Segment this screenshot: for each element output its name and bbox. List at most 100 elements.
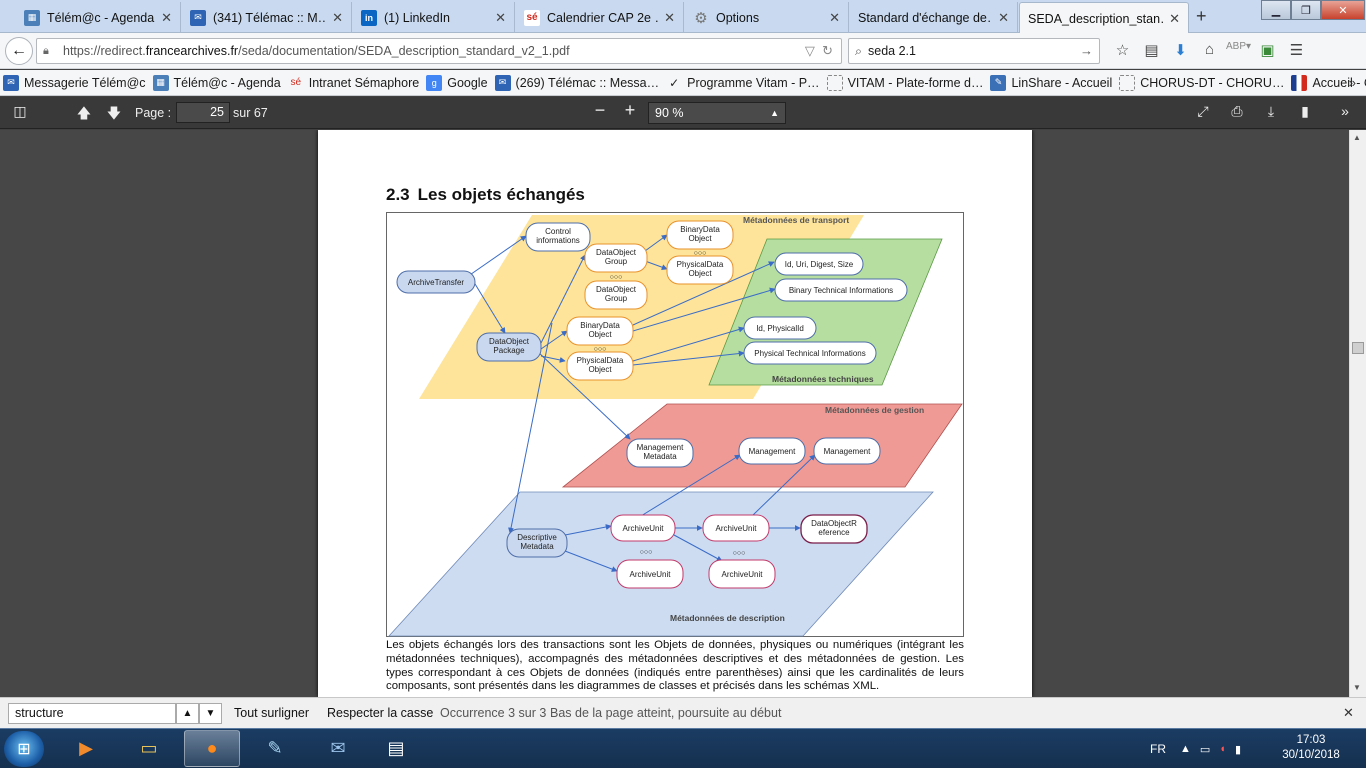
bookmark-culture[interactable]: Accueil - Culture.fr <box>1291 74 1366 91</box>
tab-telemac-mail[interactable]: ✉ (341) Télémac :: M… ✕ <box>182 2 352 33</box>
next-page-icon[interactable]: 🡇 <box>106 105 122 121</box>
network-icon[interactable]: ▭ <box>1199 743 1211 756</box>
extension-icon[interactable]: ▣ <box>1260 42 1275 59</box>
node-archiveunit-2: ArchiveUnit <box>616 559 684 589</box>
search-input[interactable]: ⌕ seda 2.1 → <box>848 38 1100 64</box>
bookmark-label: Télém@c - Agenda <box>173 75 281 90</box>
node-label: Group <box>605 257 628 266</box>
node-dataobject-group-2: DataObject Group <box>584 280 648 310</box>
section-number: 2.3 <box>386 185 410 204</box>
minimize-icon[interactable]: ▁ <box>1261 0 1291 20</box>
tab-options[interactable]: ⚙ Options ✕ <box>685 2 849 33</box>
find-input[interactable]: structure <box>8 703 176 724</box>
previous-page-icon[interactable]: 🡅 <box>76 105 92 121</box>
clock[interactable]: 17:03 30/10/2018 <box>1280 733 1342 763</box>
edge <box>540 254 586 344</box>
power-icon[interactable]: ▮ <box>1234 743 1242 756</box>
node-label: DataObject <box>596 248 637 257</box>
bookmark-messagerie[interactable]: ✉Messagerie Télém@c <box>3 74 146 91</box>
bookmark-telemac[interactable]: ✉(269) Télémac :: Messa… <box>494 74 659 91</box>
bookmark-vitam-plateforme[interactable]: VITAM - Plate-forme d… <box>826 74 983 91</box>
bookmark-chorus[interactable]: CHORUS-DT - CHORU… <box>1119 74 1284 91</box>
close-icon[interactable]: ✕ <box>1169 10 1180 26</box>
close-icon[interactable]: ✕ <box>998 9 1009 25</box>
sidebar-toggle-icon[interactable]: ◫ <box>13 103 27 119</box>
media-player-icon[interactable]: ▶ <box>79 738 93 758</box>
tools-menu-icon[interactable]: » <box>1341 103 1349 119</box>
home-icon[interactable]: ⌂ <box>1204 41 1215 58</box>
thunderbird-icon[interactable]: ✉ <box>330 738 346 758</box>
search-go-icon[interactable]: → <box>1080 43 1093 58</box>
tab-seda-description[interactable]: SEDA_description_stan… ✕ <box>1019 2 1189 34</box>
page-number-input[interactable]: 25 <box>176 102 230 123</box>
zoom-value: 90 % <box>655 106 684 120</box>
bookmark-icon[interactable]: ▮ <box>1301 103 1309 119</box>
page-label: Page : <box>135 106 172 120</box>
find-next-button[interactable]: ▼ <box>199 703 222 724</box>
close-icon[interactable]: ✕ <box>829 9 840 25</box>
match-case-toggle[interactable]: Respecter la casse <box>327 706 434 720</box>
tab-linkedin[interactable]: in (1) LinkedIn ✕ <box>353 2 515 33</box>
print-icon[interactable]: ⎙ <box>1231 103 1243 119</box>
bookmark-agenda[interactable]: ▦Télém@c - Agenda <box>152 74 281 91</box>
new-tab-icon[interactable]: + <box>1196 6 1207 26</box>
reload-icon[interactable]: ▽ ↻ <box>804 43 833 58</box>
close-icon[interactable]: ✕ <box>332 9 343 25</box>
tab-calendrier-cap[interactable]: sé Calendrier CAP 2e … ✕ <box>516 2 684 33</box>
document-icon[interactable]: ▤ <box>387 738 405 758</box>
highlight-all-toggle[interactable]: Tout surligner <box>234 706 310 720</box>
vertical-scrollbar[interactable]: ▲ ▼ <box>1349 130 1366 697</box>
edge <box>564 550 618 572</box>
close-icon[interactable]: ✕ <box>1343 705 1354 720</box>
zone-label-transport: Métadonnées de transport <box>743 215 849 225</box>
star-icon[interactable]: ☆ <box>1115 42 1130 59</box>
bookmark-vitam-programme[interactable]: ✓Programme Vitam - P… <box>666 75 819 91</box>
node-label: Metadata <box>643 452 677 461</box>
node-control-informations: Control informations <box>525 222 591 252</box>
edge <box>508 322 553 534</box>
chevron-up-icon[interactable]: ▲ <box>1180 743 1191 755</box>
tab-strip: ▦ Télém@c - Agenda ✕ ✉ (341) Télémac :: … <box>0 0 1366 34</box>
tab-standard-echange[interactable]: Standard d'échange de… ✕ <box>850 2 1018 33</box>
zoom-in-button[interactable]: + <box>624 100 636 120</box>
chevron-right-icon[interactable]: » <box>1348 75 1356 90</box>
url-bar[interactable]: 🔒︎ https://redirect.francearchives.fr/se… <box>36 38 842 64</box>
save-icon[interactable]: ⤓ <box>1267 103 1275 119</box>
bookmark-linshare[interactable]: ✎LinShare - Accueil <box>990 74 1112 91</box>
file-explorer-icon[interactable]: ▭ <box>140 738 158 758</box>
close-icon[interactable]: ✕ <box>495 9 506 25</box>
close-window-icon[interactable]: ✕ <box>1321 0 1365 20</box>
fullscreen-icon[interactable]: ⤢ <box>1197 103 1209 119</box>
language-indicator[interactable]: FR <box>1150 742 1166 756</box>
notepad-icon[interactable]: ✎ <box>267 738 283 758</box>
find-previous-button[interactable]: ▲ <box>176 703 199 724</box>
scroll-up-icon[interactable]: ▲ <box>1353 133 1361 142</box>
download-icon[interactable]: ⬇ <box>1174 42 1187 59</box>
semaphore-icon: sé <box>290 77 301 88</box>
tab-label: (341) Télémac :: M… <box>213 10 327 25</box>
menu-icon[interactable]: ☰ <box>1289 42 1304 59</box>
start-button[interactable]: ⊞ <box>4 731 44 767</box>
tab-telemac-agenda[interactable]: ▦ Télém@c - Agenda ✕ <box>16 2 181 33</box>
maximize-icon[interactable]: ❐ <box>1291 0 1321 20</box>
reader-icon[interactable]: ▤ <box>1144 42 1159 59</box>
scroll-thumb[interactable] <box>1352 342 1364 354</box>
node-label: Binary Technical Informations <box>789 286 893 295</box>
seda-diagram: Métadonnées de transport Métadonnées tec… <box>386 212 964 637</box>
zoom-out-button[interactable]: − <box>594 100 606 120</box>
node-binarydata-object-top: BinaryData Object <box>666 220 734 250</box>
volume-mute-icon[interactable]: ◖ <box>1219 743 1226 755</box>
zoom-select[interactable]: 90 %▲ <box>648 102 786 124</box>
edge <box>632 287 776 332</box>
node-label: Id, Uri, Digest, Size <box>785 260 854 269</box>
close-icon[interactable]: ✕ <box>664 9 675 25</box>
back-button[interactable]: ← <box>5 37 33 65</box>
node-label: ArchiveUnit <box>623 524 665 533</box>
firefox-icon[interactable]: ● <box>184 730 240 767</box>
close-icon[interactable]: ✕ <box>161 9 172 25</box>
adblock-icon[interactable]: ABP▾ <box>1225 41 1252 52</box>
scroll-down-icon[interactable]: ▼ <box>1353 683 1361 692</box>
